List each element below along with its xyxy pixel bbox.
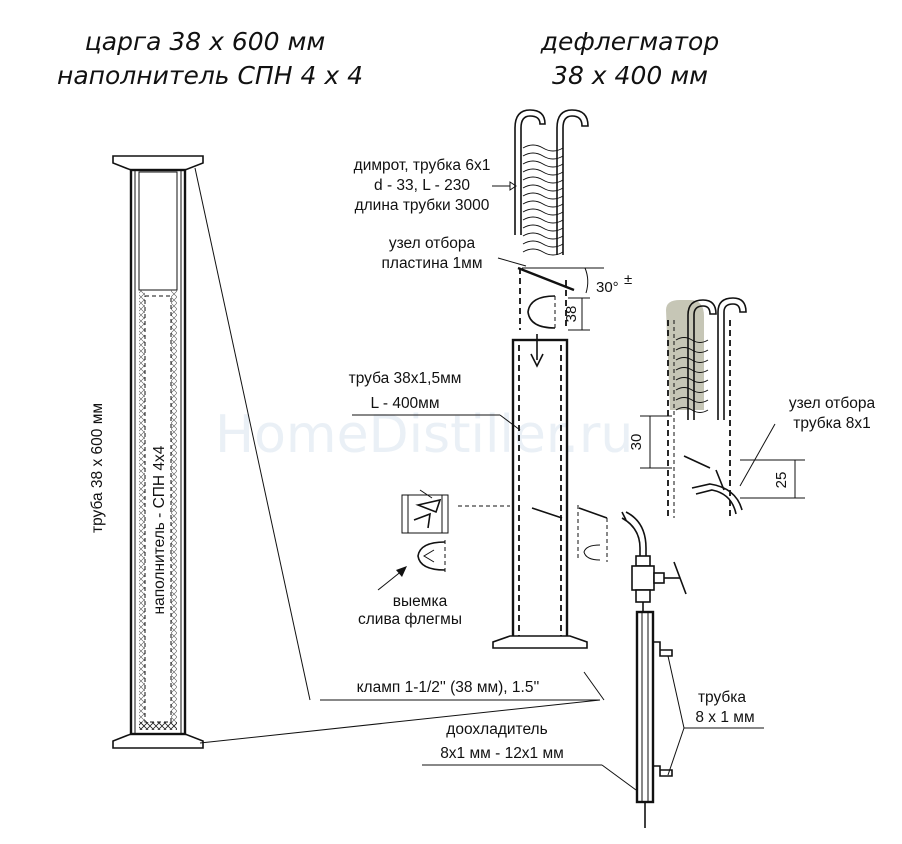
bottom-flange xyxy=(112,733,204,749)
dimroth-outlet-hook xyxy=(556,109,589,255)
takeoff-tube-label-1: узел отбора xyxy=(789,395,876,412)
notch-shape xyxy=(527,295,556,329)
takeoff-label-2: пластина 1мм xyxy=(382,255,483,272)
left-title-line1: царга 38 х 600 мм xyxy=(85,27,326,56)
pipe-label-1: трубка xyxy=(698,689,746,706)
top-flange xyxy=(112,155,204,171)
angle-label: 30° xyxy=(596,279,619,296)
angle-plusminus: ± xyxy=(624,271,632,288)
dim-38: 38 xyxy=(563,306,580,323)
takeoff-label-1: узел отбора xyxy=(389,235,476,252)
tube-size-label: труба 38 х 600 мм xyxy=(89,403,106,533)
notch-label-1: выемка xyxy=(393,593,448,610)
cooler-label-2: 8х1 мм - 12х1 мм xyxy=(440,745,564,762)
dimroth-coil xyxy=(522,144,564,256)
cooler-nipple-top xyxy=(653,641,673,657)
cooler-tube xyxy=(635,610,655,804)
dim-30: 30 xyxy=(628,434,645,451)
valve-body xyxy=(631,565,655,591)
dephlegmator-tube xyxy=(511,338,569,642)
clamp-label: кламп 1-1/2'' (38 мм), 1.5'' xyxy=(357,679,540,696)
filler-label: наполнитель - СПН 4х4 xyxy=(151,445,168,614)
takeoff-plate xyxy=(517,266,575,292)
pipe-label-2: 8 х 1 мм xyxy=(695,709,754,726)
dimroth-label-2: d - 33, L - 230 xyxy=(374,177,470,194)
dimroth-label-1: димрот, трубка 6х1 xyxy=(354,157,491,174)
mesh-filler xyxy=(138,171,178,291)
column-tube xyxy=(129,168,187,736)
cooler-label-1: доохладитель xyxy=(446,721,547,738)
takeoff-detail: 30 25 узел отбора трубка 8х1 xyxy=(628,297,876,520)
column-section: труба 38 х 600 мм наполнитель - СПН 4х4 xyxy=(89,155,601,749)
valve-handle xyxy=(673,561,687,595)
flow-arrow xyxy=(530,334,544,368)
dimroth-label-3: длина трубки 3000 xyxy=(355,197,490,214)
notch-detail: выемка слива флегмы xyxy=(358,489,462,628)
right-title-line1: дефлегматор xyxy=(540,27,719,56)
left-title-line2: наполнитель СПН 4 х 4 xyxy=(57,61,363,90)
notch-label-2: слива флегмы xyxy=(358,611,462,628)
watermark: HomeDistiller.ru xyxy=(215,405,633,465)
cooler-assembly: трубка 8 х 1 мм доохладитель 8х1 мм - 12… xyxy=(422,511,764,828)
takeoff-tube-label-2: трубка 8х1 xyxy=(793,415,870,432)
tube-label-1: труба 38х1,5мм xyxy=(349,370,462,387)
dim-25: 25 xyxy=(773,472,790,489)
dimroth-inlet-hook xyxy=(514,109,546,235)
tube-label-2: L - 400мм xyxy=(371,395,440,412)
deph-bottom-flange xyxy=(492,635,588,649)
right-title-line2: 38 х 400 мм xyxy=(552,61,708,90)
dephlegmator: димрот, трубка 6х1 d - 33, L - 230 длина… xyxy=(349,109,632,649)
